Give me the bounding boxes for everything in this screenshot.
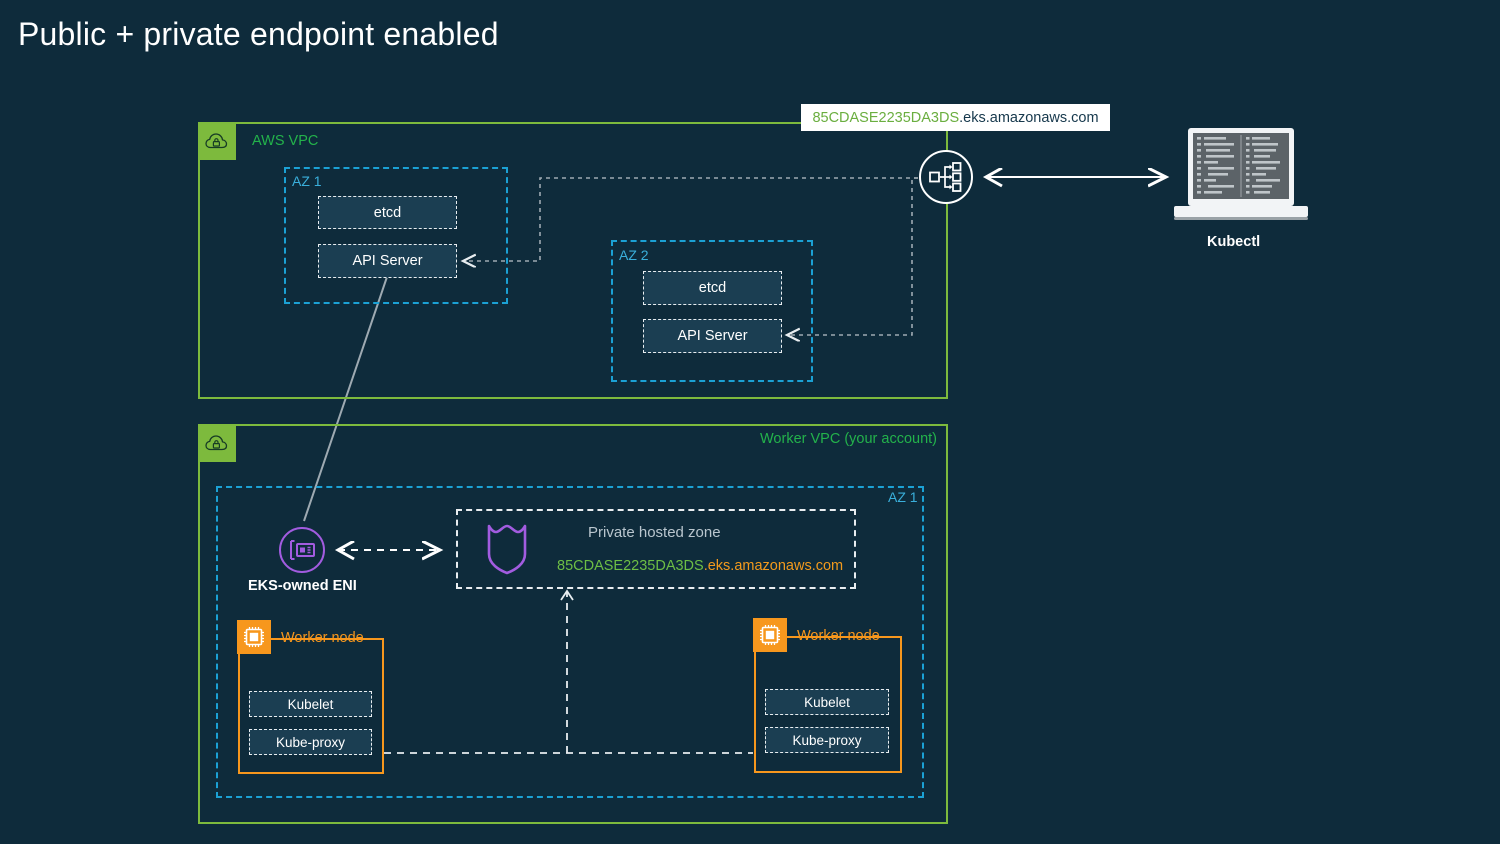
network-interface-icon	[279, 527, 325, 573]
phz-domain-suffix: .eks.amazonaws.com	[703, 558, 844, 574]
endpoint-domain-prefix: 85CDASE2235DA3DS	[812, 109, 960, 126]
worker-node-container	[754, 636, 902, 773]
private-hosted-zone-container	[456, 509, 856, 589]
worker-az-1-label: AZ 1	[888, 489, 918, 505]
worker-node-label: Worker node	[281, 630, 364, 646]
worker-node-container	[238, 638, 384, 774]
worker-node-label: Worker node	[797, 628, 880, 644]
kubectl-label: Kubectl	[1207, 234, 1261, 250]
laptop-icon	[1172, 128, 1310, 231]
api-server-box: API Server	[643, 319, 782, 353]
aws-vpc-container	[198, 122, 948, 399]
network-endpoint-icon	[919, 150, 973, 204]
vpc-cloud-lock-icon	[198, 424, 236, 462]
vpc-cloud-lock-icon	[198, 122, 236, 160]
az-1-label: AZ 1	[292, 173, 322, 189]
private-hosted-zone-domain: 85CDASE2235DA3DS.eks.amazonaws.com	[557, 558, 843, 574]
route53-shield-icon	[481, 520, 533, 583]
kube-proxy-box: Kube-proxy	[765, 727, 889, 753]
endpoint-domain-pill: 85CDASE2235DA3DS.eks.amazonaws.com	[801, 104, 1110, 131]
worker-vpc-label: Worker VPC (your account)	[760, 431, 938, 447]
az-2-label: AZ 2	[619, 247, 649, 263]
az-1-container	[284, 167, 508, 304]
page-title: Public + private endpoint enabled	[18, 16, 499, 52]
endpoint-domain-suffix: .eks.amazonaws.com	[959, 109, 1099, 126]
aws-vpc-label: AWS VPC	[252, 133, 319, 149]
kube-proxy-box: Kube-proxy	[249, 729, 372, 755]
kubelet-box: Kubelet	[249, 691, 372, 717]
etcd-box: etcd	[643, 271, 782, 305]
az-2-container	[611, 240, 813, 382]
eni-label: EKS-owned ENI	[248, 578, 357, 594]
etcd-box: etcd	[318, 196, 457, 229]
worker-vpc-container	[198, 424, 948, 824]
ec2-chip-icon	[237, 620, 271, 654]
ec2-chip-icon	[753, 618, 787, 652]
worker-az-1-container	[216, 486, 924, 798]
private-hosted-zone-title: Private hosted zone	[588, 524, 721, 541]
kubelet-box: Kubelet	[765, 689, 889, 715]
api-server-box: API Server	[318, 244, 457, 278]
phz-domain-prefix: 85CDASE2235DA3DS	[557, 558, 704, 574]
